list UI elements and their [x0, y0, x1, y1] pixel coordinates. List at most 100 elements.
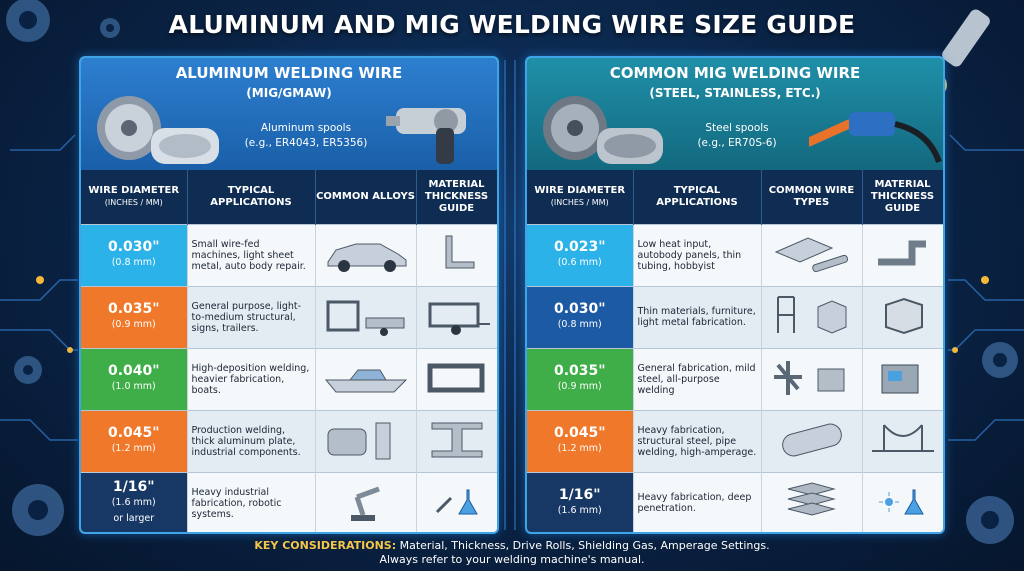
wire-size-mm: (1.0 mm)	[111, 381, 156, 392]
chair-icon	[761, 285, 863, 348]
bracket-icon	[416, 223, 497, 286]
header-wire-diameter-label: WIRE DIAMETER	[88, 184, 180, 196]
table-row: 0.030"(0.8 mm) Thin materials, furniture…	[527, 285, 943, 348]
header-wire-diameter-label: WIRE DIAMETER	[534, 184, 626, 196]
table-row: 0.023" (0.6 mm) Low heat input, autobody …	[527, 223, 943, 286]
wrench-flask-icon	[416, 471, 497, 532]
wire-size: 1/16"	[558, 487, 601, 504]
application-cell: Low heat input, autobody panels, thin tu…	[633, 223, 762, 286]
key-considerations-line: KEY CONSIDERATIONS: Material, Thickness,…	[0, 539, 1024, 553]
wire-size: 0.035"	[553, 363, 606, 379]
wire-size-cell: 1/16"(1.6 mm)or larger	[81, 471, 188, 532]
mig-spool-caption-2: (e.g., ER70S-6)	[697, 137, 777, 149]
wire-size-cell: 0.030" (0.8 mm)	[81, 223, 188, 286]
spark-flask-icon	[862, 471, 943, 532]
aluminum-spools-icon	[97, 96, 219, 164]
mig-spool-caption: Steel spools (e.g., ER70S-6)	[662, 121, 812, 151]
frame-icon	[315, 285, 417, 348]
header-wire-diameter: WIRE DIAMETER(INCHES / MM)	[527, 170, 634, 224]
mig-panel-header: COMMON MIG WELDING WIRE (STEEL, STAINLES…	[527, 58, 943, 170]
spool-gun-icon	[386, 108, 466, 164]
table-row: 0.040" (1.0 mm) High-deposition welding, …	[81, 347, 497, 410]
header-material-thickness: MATERIAL THICKNESS GUIDE	[416, 170, 497, 224]
steel-spools-icon	[543, 96, 663, 164]
wire-size-cell: 0.035" (0.9 mm)	[527, 347, 634, 410]
table-row: 0.030" (0.8 mm) Small wire-fed machines, …	[81, 223, 497, 286]
table-row: 0.045" (1.2 mm) Heavy fabrication, struct…	[527, 409, 943, 472]
wire-size-mm: (0.8 mm)	[111, 257, 156, 268]
plate-frame-icon	[416, 347, 497, 410]
application-cell: Heavy industrial fabrication, robotic sy…	[187, 471, 316, 532]
robot-arm-icon	[315, 471, 417, 532]
mig-panel: COMMON MIG WELDING WIRE (STEEL, STAINLES…	[525, 56, 945, 534]
mig-panel-title: COMMON MIG WELDING WIRE	[609, 64, 861, 82]
cube-frame-icon	[862, 285, 943, 348]
header-wire-diameter: WIRE DIAMETER(INCHES / MM)	[81, 170, 188, 224]
aluminum-panel-title: ALUMINUM WELDING WIRE	[175, 64, 403, 82]
table-row: 1/16"(1.6 mm)or larger Heavy industrial …	[81, 471, 497, 532]
wire-size-mm: (0.9 mm)	[557, 381, 602, 392]
wire-size-mm: (0.8 mm)	[557, 319, 602, 330]
trailer-icon	[416, 285, 497, 348]
wire-size: 0.030"	[553, 301, 606, 317]
header-wire-diameter-unit: (INCHES / MM)	[104, 197, 163, 207]
aluminum-table: WIRE DIAMETER(INCHES / MM) TYPICAL APPLI…	[81, 170, 497, 532]
bridge-icon	[862, 409, 943, 472]
wire-size-mm: (1.6 mm)	[557, 505, 602, 517]
table-row: 1/16"(1.6 mm) Heavy fabrication, deep pe…	[527, 471, 943, 532]
wire-size-mm: (1.2 mm)	[111, 443, 156, 454]
wire-size-mm: (0.9 mm)	[111, 319, 156, 330]
header-typical-applications: TYPICAL APPLICATIONS	[187, 170, 316, 224]
wire-size-cell: 0.045"(1.2 mm)	[81, 409, 188, 472]
car-icon	[315, 223, 417, 286]
application-cell: Small wire-fed machines, light sheet met…	[187, 223, 316, 286]
i-beam-icon	[416, 409, 497, 472]
aluminum-table-header: WIRE DIAMETER(INCHES / MM) TYPICAL APPLI…	[81, 170, 497, 224]
header-typical-applications: TYPICAL APPLICATIONS	[633, 170, 762, 224]
wire-size: 0.045"	[553, 425, 606, 441]
aluminum-panel-header: ALUMINUM WELDING WIRE (MIG/GMAW) Aluminu…	[81, 58, 497, 170]
aluminum-spool-caption: Aluminum spools (e.g., ER4043, ER5356)	[231, 121, 381, 151]
mig-spool-caption-1: Steel spools	[705, 122, 769, 134]
key-considerations-text: Material, Thickness, Drive Rolls, Shield…	[396, 539, 770, 552]
table-row: 0.035"(0.9 mm) General purpose, light-to…	[81, 285, 497, 348]
header-common-wire-types: COMMON WIRE TYPES	[761, 170, 863, 224]
wire-size-extra: or larger	[113, 513, 155, 525]
manual-note: Always refer to your welding machine's m…	[379, 553, 645, 566]
wire-size-cell: 0.030" (0.8 mm)	[527, 285, 634, 348]
header-wire-diameter-unit: (INCHES / MM)	[550, 197, 609, 207]
mig-panel-subtitle: (STEEL, STAINLESS, ETC.)	[649, 86, 821, 100]
wire-size-mm: (1.6 mm)	[111, 497, 156, 509]
wire-size-cell: 0.035" (0.9 mm)	[81, 285, 188, 348]
wire-size: 0.035"	[107, 301, 160, 317]
machine-icon	[862, 347, 943, 410]
table-row: 0.035" (0.9 mm) General fabrication, mild…	[527, 347, 943, 410]
application-cell: High-deposition welding, heavier fabrica…	[187, 347, 316, 410]
boat-icon	[315, 347, 417, 410]
sheet-tube-icon	[761, 223, 863, 286]
mig-table: WIRE DIAMETER(INCHES / MM) TYPICAL APPLI…	[527, 170, 943, 532]
page-title: ALUMINUM AND MIG WELDING WIRE SIZE GUIDE	[168, 10, 856, 39]
large-pipe-icon	[761, 409, 863, 472]
wire-size-cell: 0.040" (1.0 mm)	[81, 347, 188, 410]
aluminum-spool-caption-2: (e.g., ER4043, ER5356)	[244, 137, 368, 149]
application-cell: Heavy fabrication, structural steel, pip…	[633, 409, 762, 472]
aluminum-spool-caption-1: Aluminum spools	[260, 122, 352, 134]
key-considerations-footer: KEY CONSIDERATIONS: Material, Thickness,…	[0, 539, 1024, 567]
wire-size-mm: (0.6 mm)	[557, 257, 602, 268]
wire-size-cell: 1/16"(1.6 mm)	[527, 471, 634, 532]
application-cell: Heavy fabrication, deep penetration.	[633, 471, 762, 532]
application-cell: Production welding, thick aluminum plate…	[187, 409, 316, 472]
stacked-plates-icon	[761, 471, 863, 532]
header-common-alloys: COMMON ALLOYS	[315, 170, 417, 224]
application-cell: General fabrication, mild steel, all-pur…	[633, 347, 762, 410]
header-material-thickness: MATERIAL THICKNESS GUIDE	[862, 170, 943, 224]
pipe-icon	[862, 223, 943, 286]
wire-size: 0.040"	[107, 363, 160, 379]
mig-torch-icon	[809, 112, 942, 164]
wire-size-mm: (1.2 mm)	[557, 443, 602, 454]
wire-size: 0.030"	[107, 239, 160, 255]
wire-size: 0.023"	[553, 239, 606, 255]
table-row: 0.045"(1.2 mm) Production welding, thick…	[81, 409, 497, 472]
key-considerations-label: KEY CONSIDERATIONS:	[254, 539, 397, 552]
